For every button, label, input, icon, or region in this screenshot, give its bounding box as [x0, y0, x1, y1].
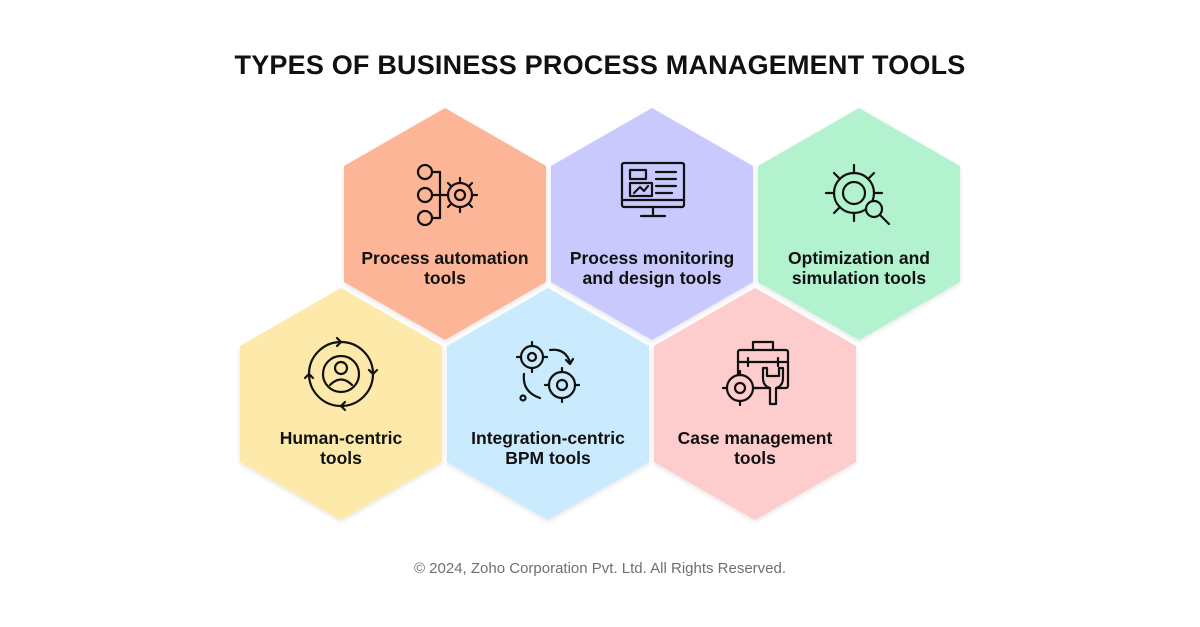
label-human-centric: Human-centric tools — [279, 428, 403, 468]
hex-process-monitoring — [551, 108, 753, 340]
hex-process-automation — [344, 108, 546, 340]
person-cycle-icon — [303, 336, 379, 412]
toolbox-wrench-icon — [721, 340, 790, 407]
label-case-management: Case management tools — [677, 428, 833, 468]
copyright-footer: © 2024, Zoho Corporation Pvt. Ltd. All R… — [413, 560, 787, 577]
connected-gears-icon — [515, 340, 581, 404]
gear-magnifier-icon — [824, 163, 891, 226]
hex-integration-centric — [447, 288, 649, 520]
hex-optimization — [758, 108, 960, 340]
workflow-gear-icon — [416, 163, 479, 227]
label-optimization: Optimization and simulation tools — [788, 248, 930, 288]
hex-human-centric — [240, 288, 442, 520]
label-integration-centric: Integration-centric BPM tools — [471, 428, 625, 468]
label-process-monitoring: Process monitoring and design tools — [569, 248, 735, 288]
page-title: TYPES OF BUSINESS PROCESS MANAGEMENT TOO… — [234, 50, 966, 80]
monitor-dashboard-icon — [620, 161, 686, 218]
hex-case-management — [654, 288, 856, 520]
label-process-automation: Process automation tools — [361, 248, 529, 288]
